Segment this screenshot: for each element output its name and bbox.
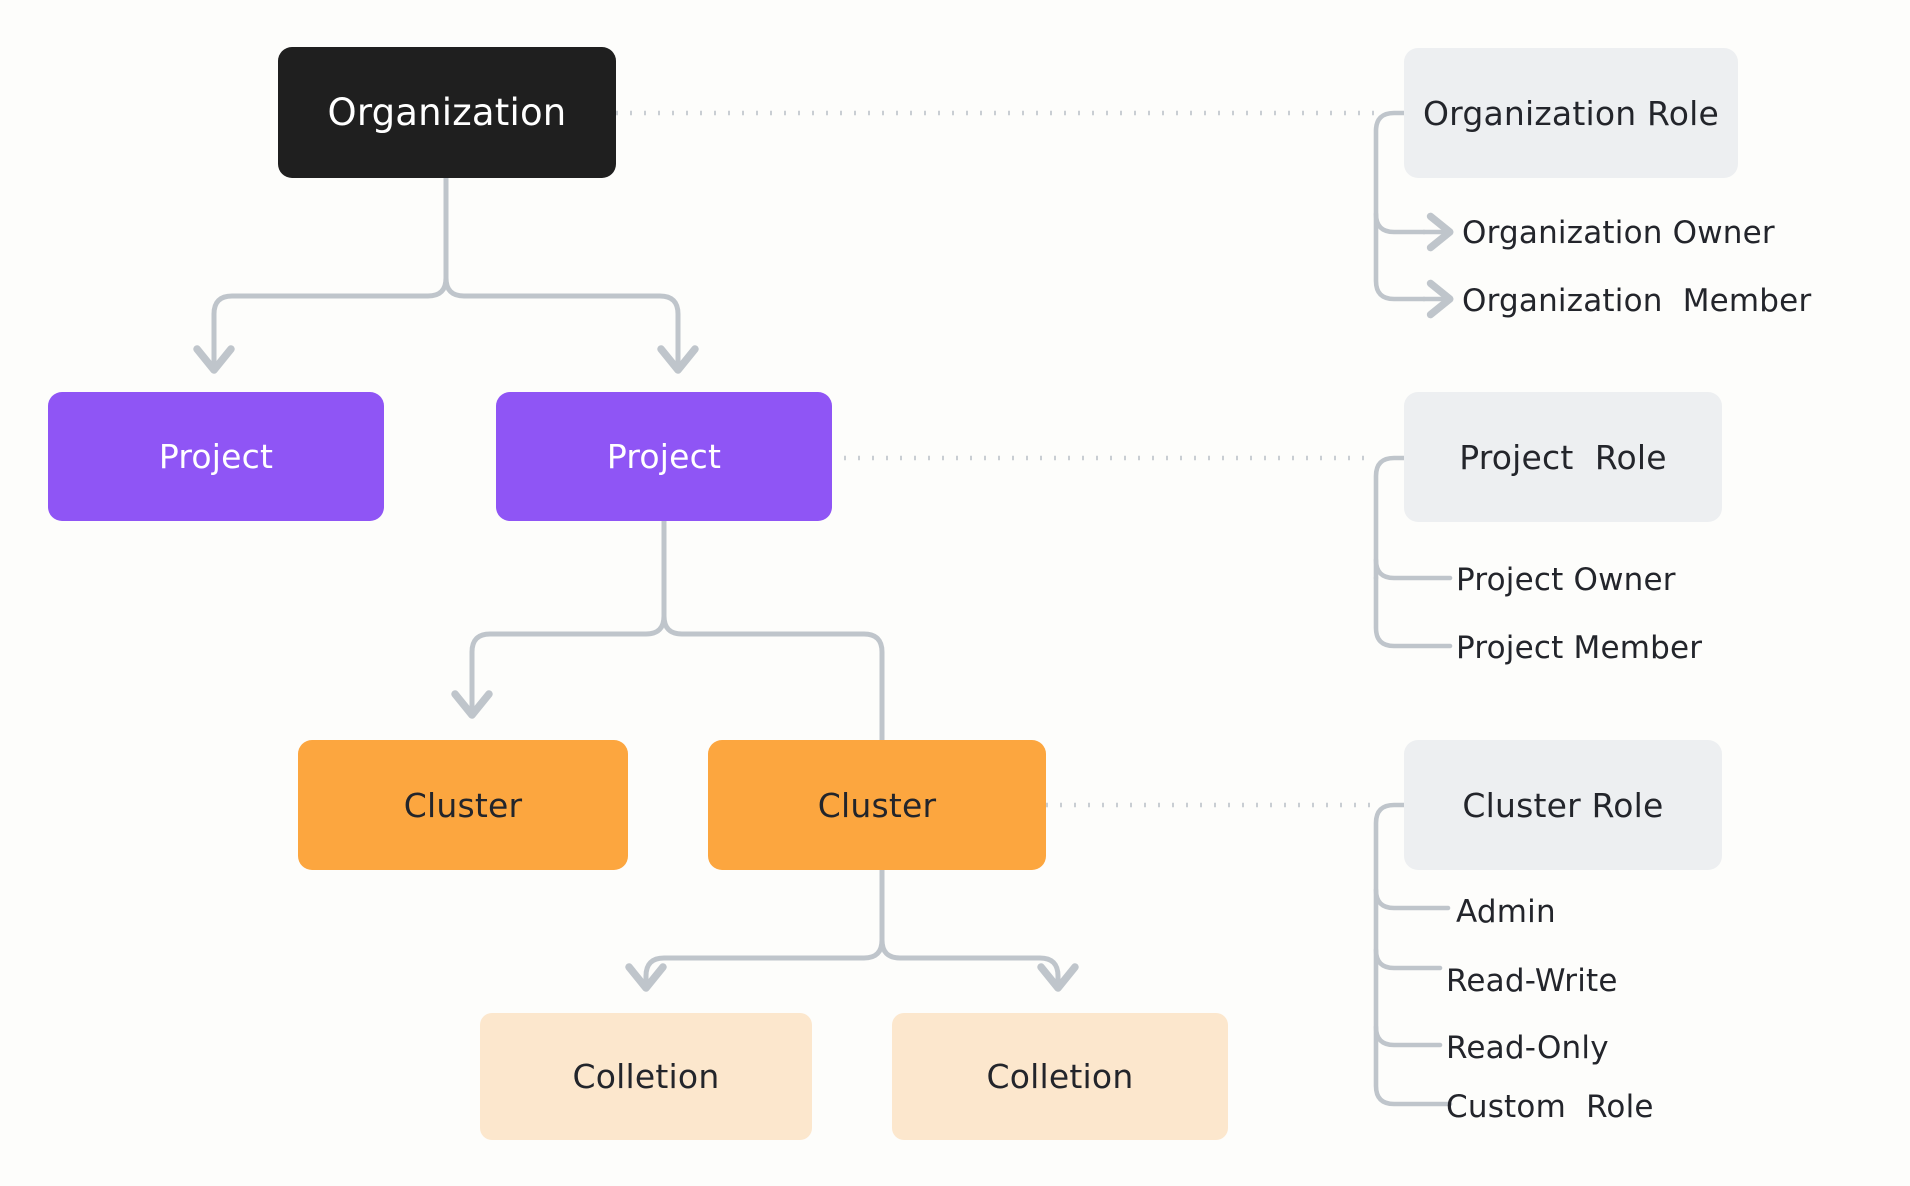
edge-project-to-clusters	[451, 518, 885, 743]
node-cluster-right-label: Cluster	[817, 785, 937, 825]
edge-organization-to-projects	[193, 175, 699, 374]
node-project-right-label: Project	[606, 437, 722, 476]
node-project-left-label: Project	[158, 437, 274, 476]
role-item-organization-owner[interactable]: Organization Owner	[1462, 215, 1775, 251]
node-cluster-left[interactable]: Cluster	[298, 740, 628, 870]
role-item-cluster-custom-role[interactable]: Custom Role	[1446, 1089, 1654, 1125]
role-item-cluster-admin[interactable]: Admin	[1456, 894, 1556, 930]
node-cluster-right[interactable]: Cluster	[708, 740, 1046, 870]
node-project-right[interactable]: Project	[496, 392, 832, 521]
role-item-organization-member[interactable]: Organization Member	[1462, 283, 1812, 319]
node-project-left[interactable]: Project	[48, 392, 384, 521]
node-organization[interactable]: Organization	[278, 47, 616, 178]
node-collection-left[interactable]: Colletion	[480, 1013, 812, 1140]
node-cluster-left-label: Cluster	[403, 785, 523, 825]
role-card-organization[interactable]: Organization Role	[1404, 48, 1738, 178]
edge-cluster-to-collections	[625, 867, 1079, 992]
role-item-project-member[interactable]: Project Member	[1456, 630, 1703, 666]
role-item-project-owner[interactable]: Project Owner	[1456, 562, 1676, 598]
role-card-project-label: Project Role	[1459, 437, 1667, 477]
node-collection-left-label: Colletion	[572, 1057, 720, 1096]
node-collection-right-label: Colletion	[986, 1057, 1134, 1096]
node-collection-right[interactable]: Colletion	[892, 1013, 1228, 1140]
role-card-project[interactable]: Project Role	[1404, 392, 1722, 522]
node-organization-label: Organization	[327, 91, 567, 134]
role-item-cluster-read-only[interactable]: Read-Only	[1446, 1030, 1609, 1066]
role-item-cluster-read-write[interactable]: Read-Write	[1446, 963, 1618, 999]
role-card-organization-label: Organization Role	[1423, 93, 1719, 133]
role-card-cluster[interactable]: Cluster Role	[1404, 740, 1722, 870]
role-card-cluster-label: Cluster Role	[1462, 785, 1664, 825]
